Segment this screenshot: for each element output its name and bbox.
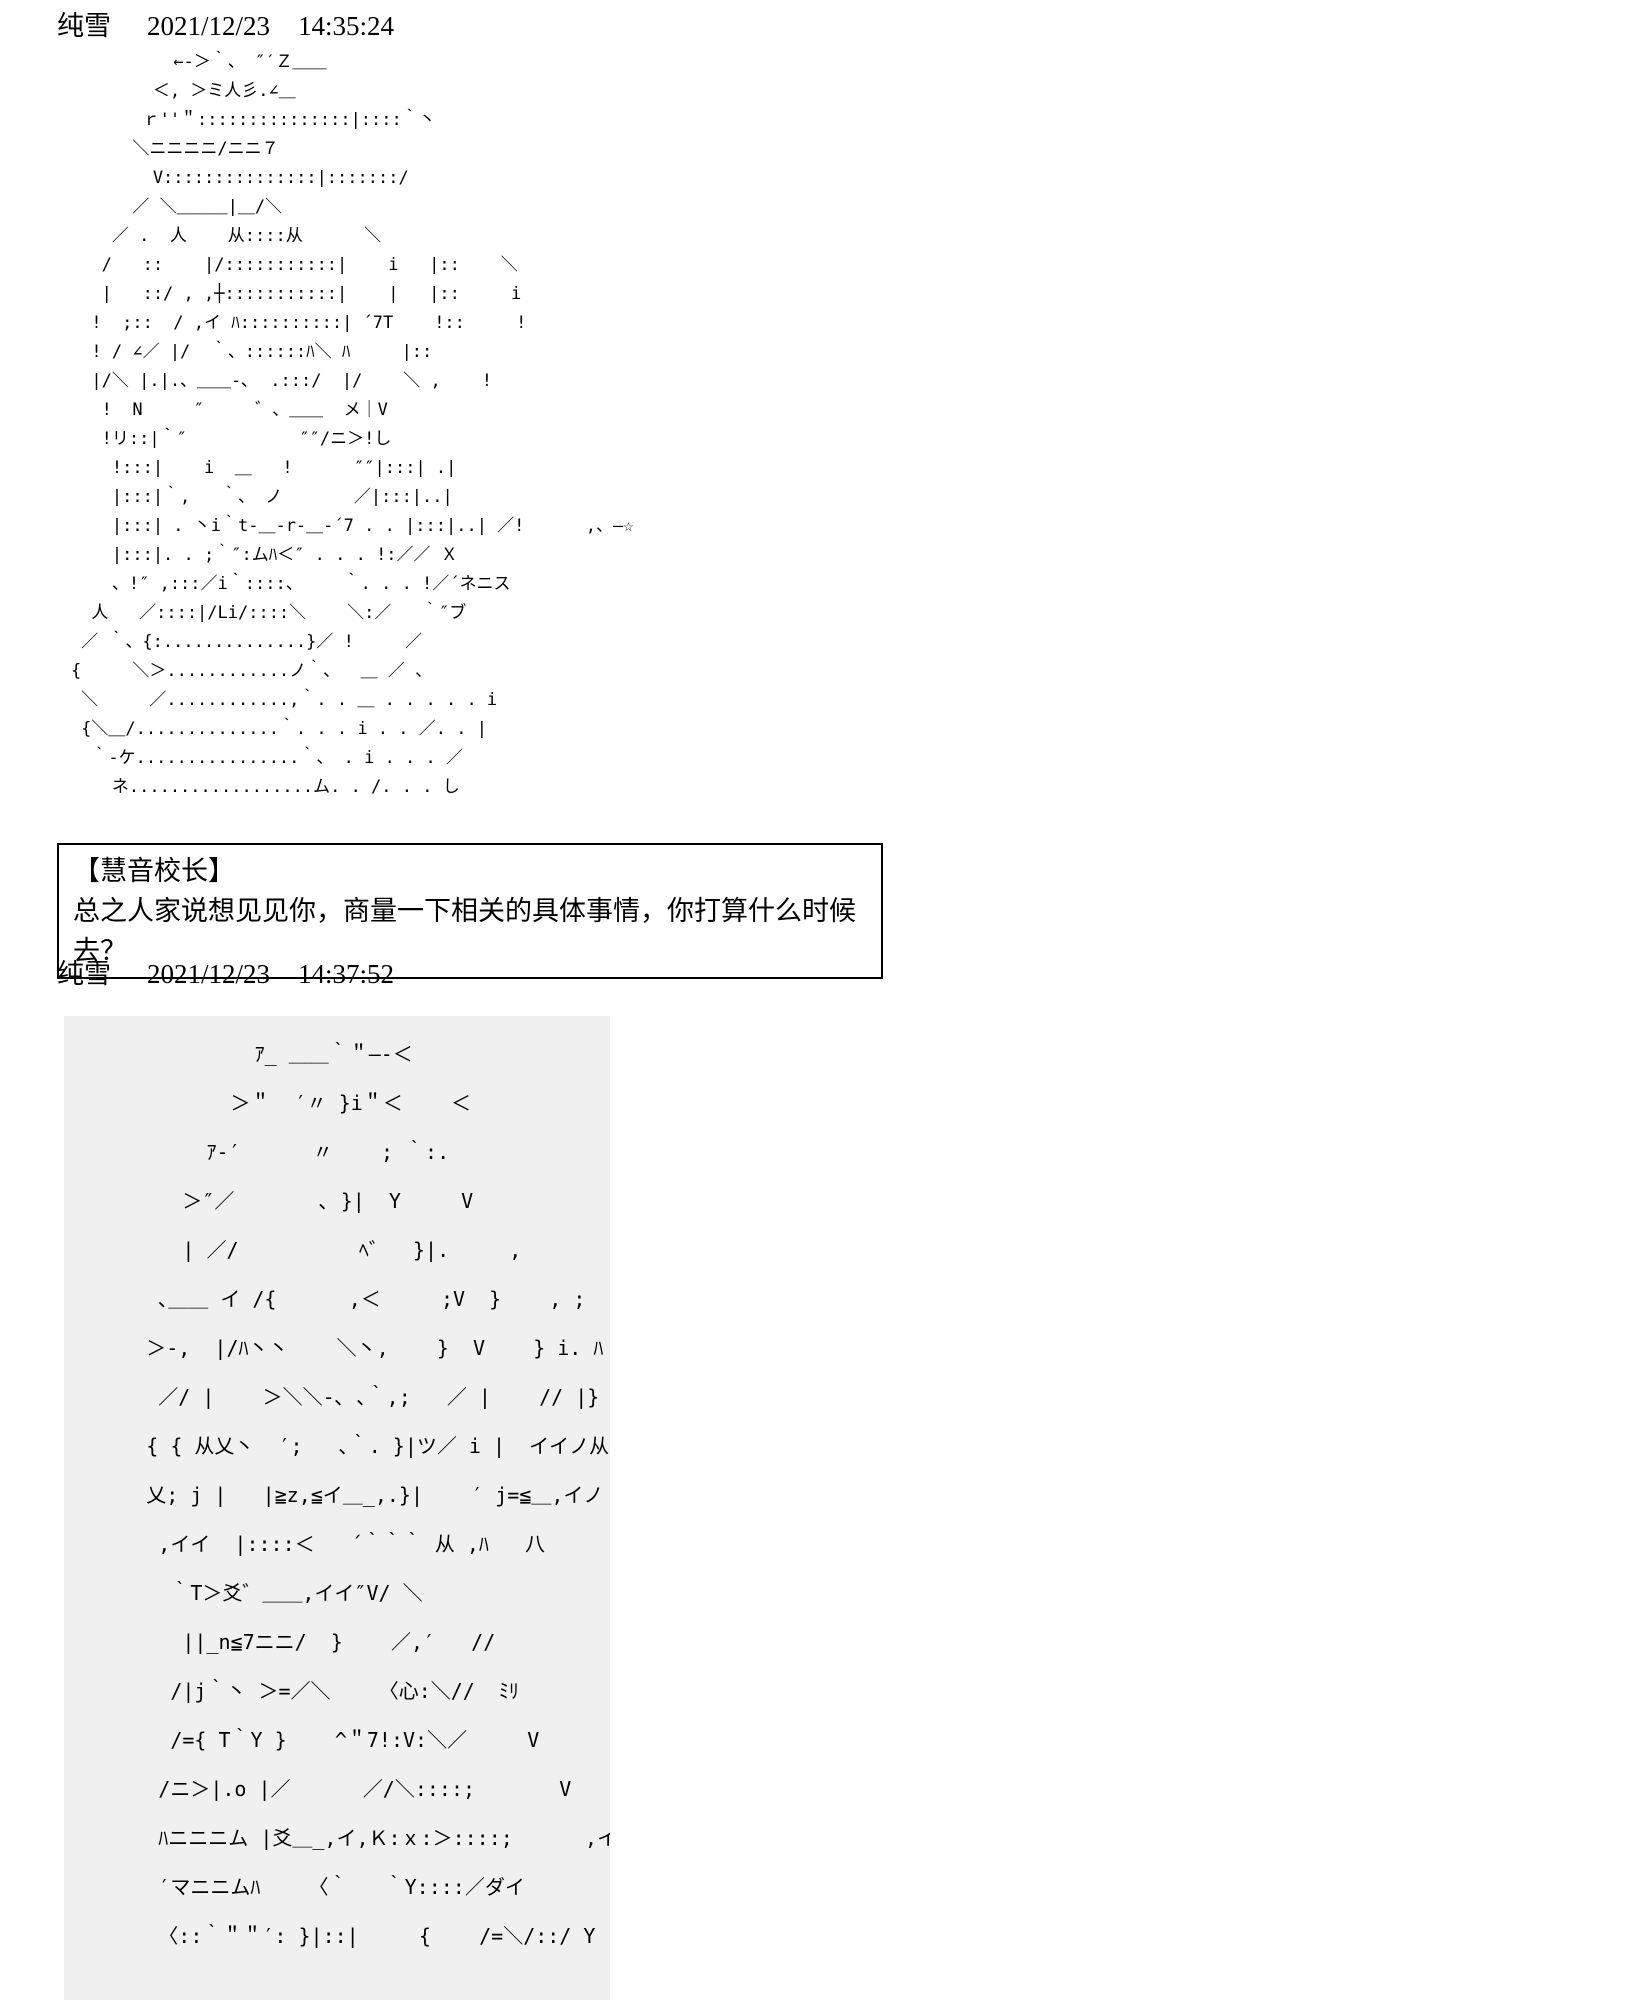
post-time: 14:37:52	[298, 959, 395, 989]
post-time: 14:35:24	[298, 11, 395, 41]
post-author: 纯雪	[57, 959, 111, 989]
ascii-art-1: ←-＞｀、 ″′Ｚ＿＿ ＜, ＞ミ人彡.∠＿ ｒ''＂:::::::::::::…	[70, 52, 634, 797]
post-date: 2021/12/23	[147, 11, 271, 41]
ascii-art-2: ｱ_ ＿＿｀＂—-＜ ＞＂ ′〃 }i＂＜ ＜ ｱ-′ 〃 ; ｀:. ＞″／ …	[146, 1042, 610, 1948]
dialogue-box: 【慧音校长】 总之人家说想见见你，商量一下相关的具体事情，你打算什么时候去？	[57, 843, 883, 979]
ascii-art-panel: ｱ_ ＿＿｀＂—-＜ ＞＂ ′〃 }i＂＜ ＜ ｱ-′ 〃 ; ｀:. ＞″／ …	[64, 1016, 610, 2000]
post-date: 2021/12/23	[147, 959, 271, 989]
dialogue-text: 总之人家说想见见你，商量一下相关的具体事情，你打算什么时候去？	[73, 896, 856, 966]
post-author: 纯雪	[57, 11, 111, 41]
post-header-1: 纯雪 2021/12/23 14:35:24	[57, 4, 394, 43]
dialogue-speaker: 【慧音校长】	[73, 856, 235, 886]
post-header-2: 纯雪 2021/12/23 14:37:52	[57, 952, 394, 991]
